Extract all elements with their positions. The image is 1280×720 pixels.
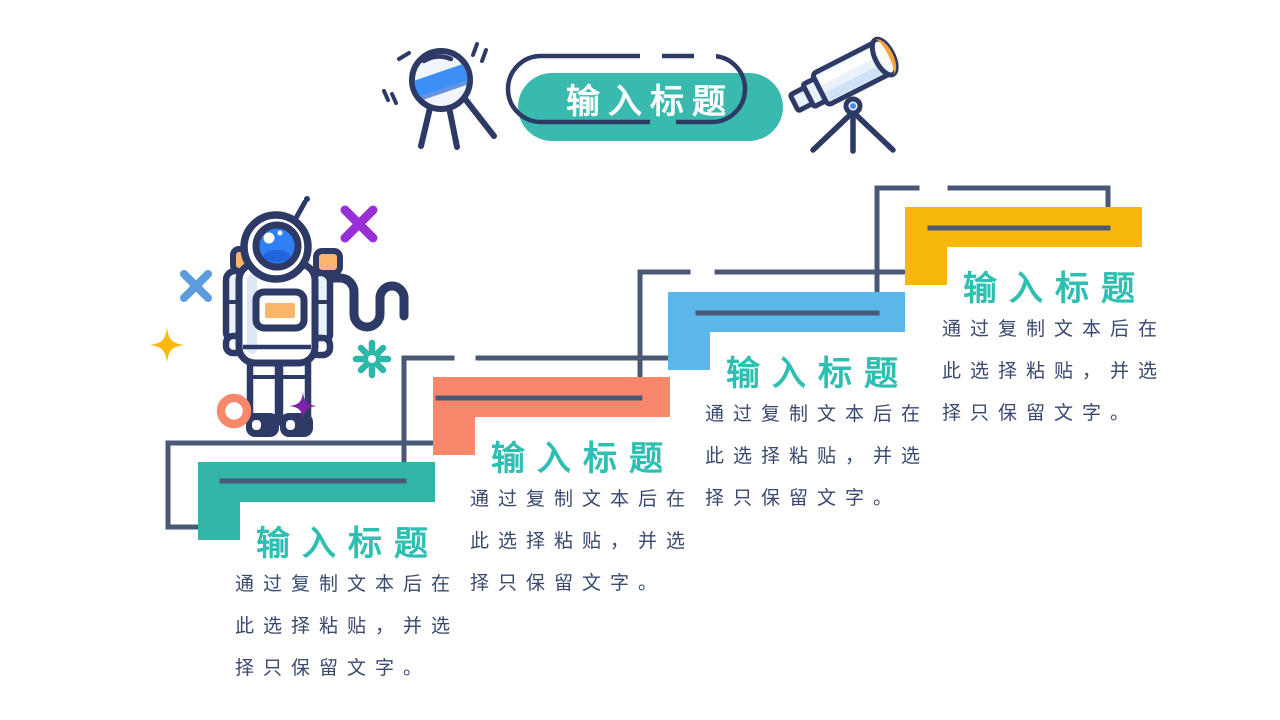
orange-ring-icon xyxy=(216,393,252,429)
step-4-body[interactable]: 通过复制文本后在 此选择粘贴，并选 择只保留文字。 xyxy=(942,309,1166,435)
page-title[interactable]: 输入标题 xyxy=(566,83,734,121)
teal-gear-center xyxy=(368,355,376,363)
decorations xyxy=(149,205,392,429)
step-3-body[interactable]: 通过复制文本后在 此选择粘贴，并选 择只保留文字。 xyxy=(705,394,929,520)
step-3-body-line: 此选择粘贴，并选 xyxy=(705,446,930,467)
satellite-icon xyxy=(382,42,497,150)
step-1-body[interactable]: 通过复制文本后在 此选择粘贴，并选 择只保留文字。 xyxy=(235,564,459,690)
title-capsule-outline xyxy=(505,53,748,125)
capsule-dash-gap xyxy=(650,117,676,127)
blue-x-icon xyxy=(180,270,212,302)
motion-dashes xyxy=(382,42,488,105)
step-1-body-line: 通过复制文本后在 xyxy=(235,574,460,595)
step-4-body-line: 通过复制文本后在 xyxy=(942,319,1167,340)
step-1-title[interactable]: 输入标题 xyxy=(256,525,440,563)
purple-x-icon xyxy=(340,205,378,243)
step-2-body-line: 择只保留文字。 xyxy=(470,573,667,594)
capsule-dash-gap xyxy=(694,51,716,61)
step-2-title[interactable]: 输入标题 xyxy=(491,440,675,478)
staircase-lines-overlay xyxy=(219,225,1111,484)
step-4-body-line: 此选择粘贴，并选 xyxy=(942,361,1167,382)
step-2-body-line: 通过复制文本后在 xyxy=(470,489,695,510)
astronaut-icon xyxy=(222,196,409,437)
step-3-body-line: 择只保留文字。 xyxy=(705,488,902,509)
telescope-icon xyxy=(788,36,899,154)
step-2-body[interactable]: 通过复制文本后在 此选择粘贴，并选 择只保留文字。 xyxy=(470,479,694,605)
purple-star-icon xyxy=(289,392,317,420)
step-1-body-line: 择只保留文字。 xyxy=(235,658,432,679)
step-2-body-line: 此选择粘贴，并选 xyxy=(470,531,695,552)
step-3-title[interactable]: 输入标题 xyxy=(726,355,910,393)
step-3-body-line: 通过复制文本后在 xyxy=(705,404,930,425)
yellow-star-icon xyxy=(149,327,185,363)
capsule-dash-gap xyxy=(640,51,662,61)
step-4-body-line: 择只保留文字。 xyxy=(942,403,1139,424)
step-1-body-line: 此选择粘贴，并选 xyxy=(235,616,460,637)
step-4-title[interactable]: 输入标题 xyxy=(963,270,1147,308)
title-capsule[interactable] xyxy=(505,51,783,141)
